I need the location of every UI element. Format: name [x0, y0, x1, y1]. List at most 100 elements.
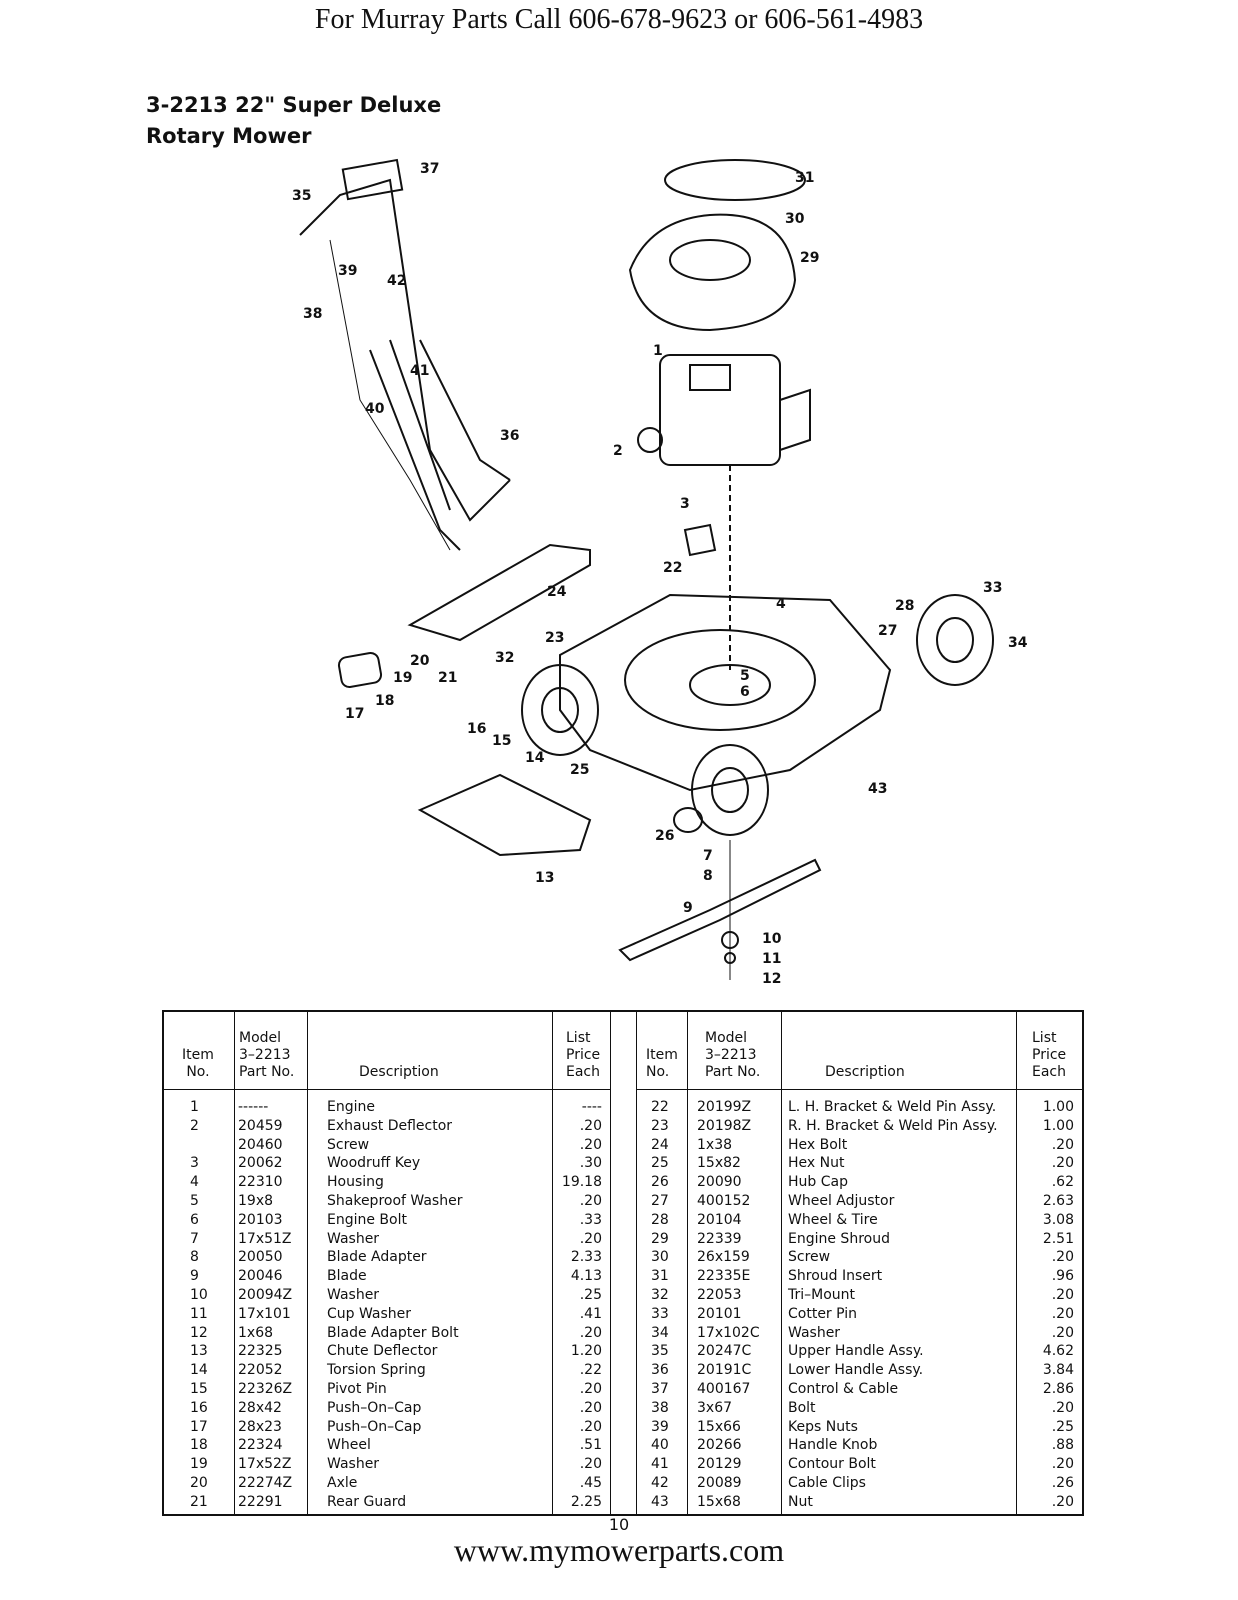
- cell-desc: Cup Washer: [327, 1305, 412, 1322]
- cell-item: 28: [651, 1211, 669, 1228]
- cell-price: 19.18: [561, 1174, 602, 1191]
- cell-price: .96: [1051, 1268, 1074, 1285]
- cell-part: 19x8: [238, 1193, 274, 1209]
- cell-desc: Push–On–Cap: [327, 1399, 422, 1416]
- callout-23: 23: [545, 630, 564, 646]
- cell-part: 3x67: [697, 1399, 733, 1416]
- cell-item: 33: [651, 1305, 669, 1322]
- cell-price: .20: [1051, 1493, 1074, 1510]
- cell-item: 41: [651, 1456, 669, 1473]
- upper-handle-drawing: [299, 178, 511, 522]
- callout-13: 13: [535, 870, 554, 886]
- cell-desc: Hex Nut: [788, 1155, 845, 1172]
- cell-price: .20: [1051, 1136, 1074, 1153]
- callout-41: 41: [410, 363, 429, 379]
- callout-36: 36: [500, 428, 519, 444]
- callout-15: 15: [492, 733, 511, 749]
- cell-item: 21: [190, 1493, 208, 1510]
- cell-desc: Exhaust Deflector: [327, 1117, 453, 1134]
- cell-part: 17x101: [238, 1305, 291, 1322]
- cell-price: .41: [579, 1305, 602, 1322]
- cell-part: 20247C: [697, 1343, 752, 1360]
- cell-part: 20090: [697, 1174, 742, 1191]
- cell-item: 31: [651, 1268, 669, 1285]
- cell-part: 22274Z: [238, 1475, 293, 1491]
- cell-part: 22326Z: [238, 1381, 293, 1397]
- cell-price: .45: [579, 1475, 602, 1491]
- callout-42: 42: [387, 273, 406, 289]
- cell-item: 15: [190, 1381, 208, 1397]
- cell-part: 15x68: [697, 1493, 741, 1510]
- callout-18: 18: [375, 693, 394, 709]
- cell-desc: Screw: [788, 1249, 831, 1266]
- cell-part: 20459: [238, 1117, 283, 1134]
- cell-desc: Screw: [327, 1136, 370, 1153]
- callout-37: 37: [420, 161, 439, 177]
- cell-part: 20103: [238, 1211, 283, 1228]
- cell-desc: Wheel: [327, 1437, 371, 1454]
- cell-price: .51: [579, 1437, 602, 1454]
- cell-item: 36: [651, 1362, 669, 1379]
- engine-shroud-drawing: [628, 213, 797, 332]
- cell-desc: Wheel & Tire: [788, 1211, 878, 1228]
- lower-handle-drawing: [369, 339, 511, 551]
- cell-price: .20: [579, 1324, 602, 1341]
- cell-desc: Axle: [327, 1475, 358, 1491]
- cell-item: 40: [651, 1437, 669, 1454]
- callout-32: 32: [495, 650, 514, 666]
- cell-price: .26: [1051, 1475, 1074, 1491]
- blade-drawing: [618, 858, 822, 962]
- cell-part: 20094Z: [238, 1287, 293, 1303]
- rear-guard-drawing: [407, 543, 591, 642]
- callout-4: 4: [776, 596, 786, 612]
- cell-item: 18: [190, 1437, 208, 1454]
- rear-wheel-drawing: [691, 744, 769, 836]
- cell-desc: R. H. Bracket & Weld Pin Assy.: [788, 1117, 998, 1134]
- cell-part: 20062: [238, 1155, 283, 1172]
- cell-item: 4: [190, 1174, 199, 1191]
- cell-item: 5: [190, 1193, 199, 1209]
- cell-price: 2.86: [1042, 1381, 1074, 1397]
- cell-price: .20: [1051, 1287, 1074, 1303]
- cell-item: 32: [651, 1287, 669, 1303]
- callout-43: 43: [868, 781, 887, 797]
- callout-8: 8: [703, 868, 713, 884]
- cell-desc: Pivot Pin: [327, 1381, 387, 1397]
- callout-21: 21: [438, 670, 457, 686]
- cell-item: 38: [651, 1399, 669, 1416]
- control-box-drawing: [341, 158, 404, 201]
- cell-desc: Washer: [788, 1324, 841, 1341]
- cell-part: 17x51Z: [238, 1230, 292, 1247]
- cell-item: 7: [190, 1230, 199, 1247]
- callout-5: 5: [740, 668, 750, 684]
- cell-part: 22325: [238, 1343, 283, 1360]
- bracket-drawing: [683, 523, 717, 557]
- cell-item: 10: [190, 1287, 208, 1303]
- cell-item: 17: [190, 1418, 208, 1435]
- cell-item: 39: [651, 1418, 669, 1435]
- cell-part: 22335E: [697, 1268, 751, 1285]
- cell-item: 42: [651, 1475, 669, 1491]
- cell-price: 2.51: [1042, 1230, 1074, 1247]
- cell-desc: Wheel Adjustor: [788, 1193, 895, 1209]
- chute-deflector-drawing: [417, 773, 592, 857]
- callout-17: 17: [345, 706, 364, 722]
- cell-desc: Shroud Insert: [788, 1268, 883, 1285]
- cell-desc: Tri–Mount: [788, 1287, 856, 1303]
- hub-cap-drawing: [673, 807, 703, 833]
- cell-item: 22: [651, 1099, 669, 1115]
